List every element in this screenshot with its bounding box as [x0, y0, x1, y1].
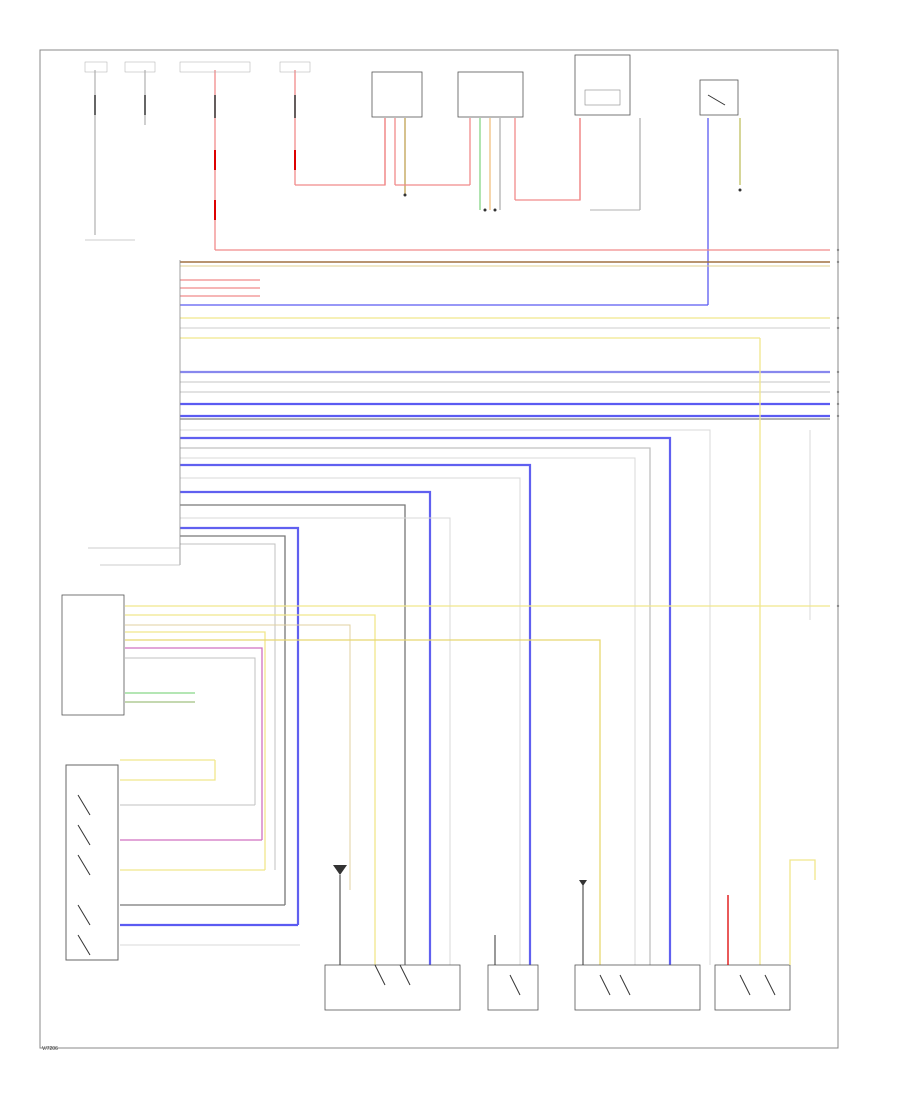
- fuse-column-1: [84, 61, 108, 235]
- diagram-border: [39, 49, 839, 1049]
- bottom-module-3: [574, 880, 701, 1011]
- fuse-column-2: [124, 61, 156, 125]
- fuse-column-3: [179, 61, 251, 250]
- bottom-module-4: [714, 859, 816, 1011]
- switch-assembly-lower-left: [65, 759, 300, 961]
- diagram-code: V/7206: [42, 1046, 58, 1052]
- control-module-b: [457, 71, 581, 212]
- control-module-c: [574, 54, 641, 211]
- right-edge-connectors: [836, 248, 840, 608]
- bottom-module-1: [324, 865, 461, 1011]
- vertical-wires: [180, 429, 711, 965]
- fuse-column-4: [279, 61, 386, 186]
- control-module-left: [61, 594, 125, 716]
- control-module-a: [371, 71, 470, 197]
- switch-module-top-right: [699, 79, 742, 305]
- bus-lines: [180, 249, 830, 420]
- mid-connector-wires: [125, 605, 830, 965]
- bottom-module-2: [487, 935, 539, 1011]
- electronic-control-unit: [88, 260, 181, 566]
